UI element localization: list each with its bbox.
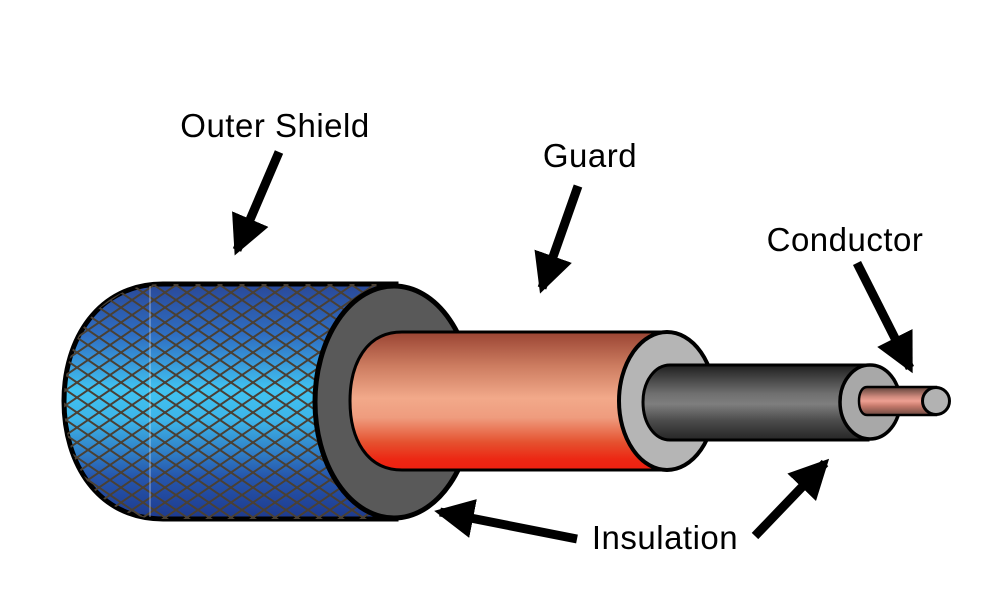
guard-cylinder xyxy=(348,330,669,472)
outer-shield-braid xyxy=(61,281,399,522)
guard-arrow xyxy=(534,184,583,294)
guard-label: Guard xyxy=(542,137,638,174)
outer-shield-arrow xyxy=(232,150,284,256)
insulation-cylinder xyxy=(641,363,870,442)
conductor-arrow xyxy=(852,260,915,374)
insulation-label: Insulation xyxy=(591,519,739,556)
outer-shield-label: Outer Shield xyxy=(180,107,370,144)
insulation-arrow-left xyxy=(434,499,578,544)
conductor-wire xyxy=(857,385,938,417)
conductor-label: Conductor xyxy=(766,221,924,258)
conductor-tip xyxy=(921,386,951,416)
insulation-arrow-right xyxy=(751,458,830,540)
